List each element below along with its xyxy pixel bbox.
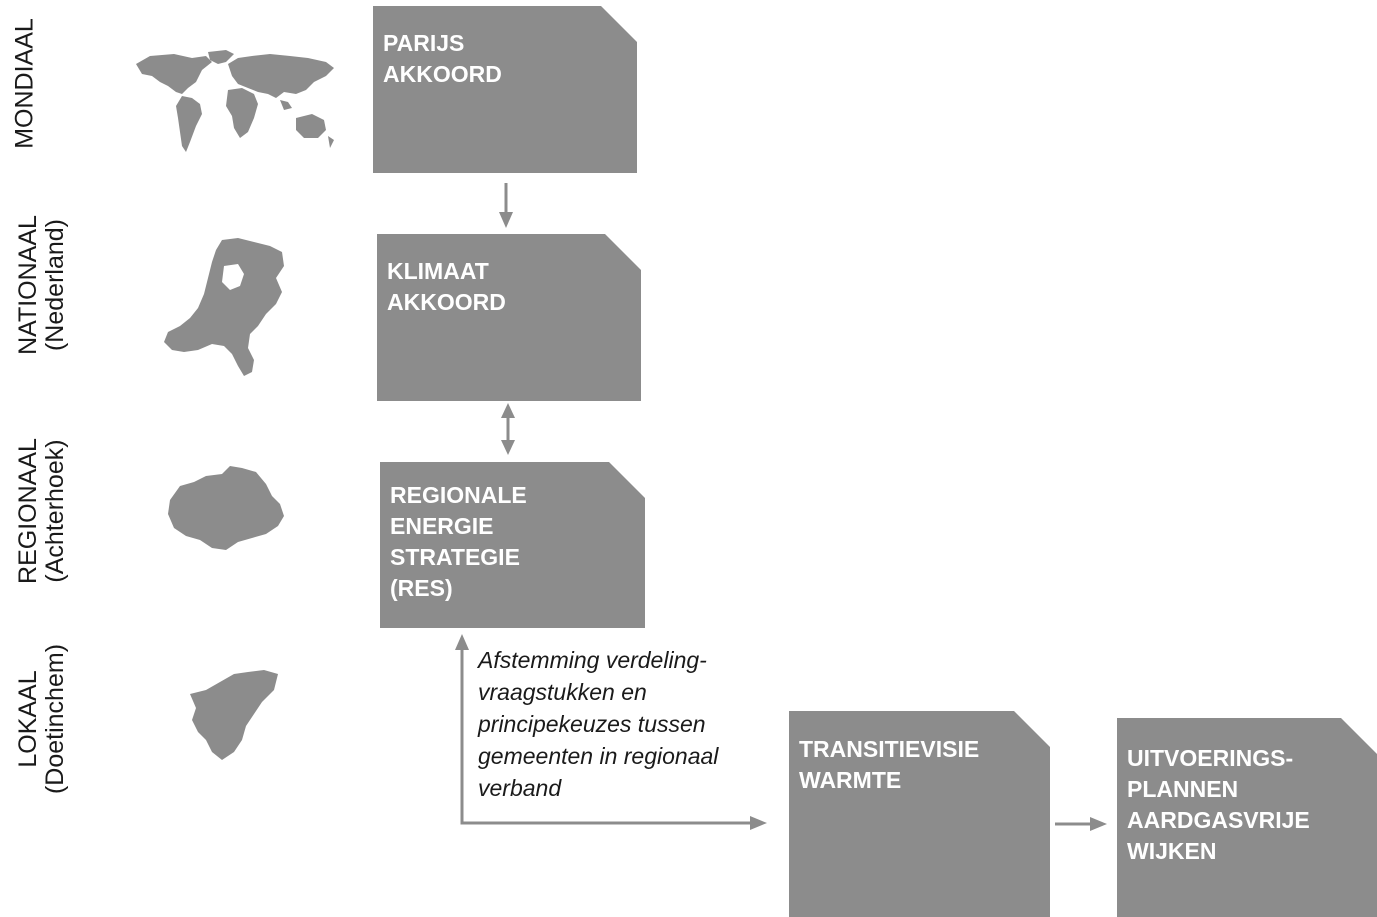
box-text-line: WARMTE (799, 767, 902, 793)
afstemming-note: Afstemming verdeling- vraagstukken en pr… (478, 644, 718, 804)
arrow-transitievisie-to-uitvoering (1055, 817, 1107, 831)
box-klimaat-akkoord: KLIMAAT AKKOORD (377, 234, 641, 401)
box-text-line: PARIJS (383, 30, 465, 56)
box-text-line: UITVOERINGS- (1127, 745, 1294, 771)
arrow-parijs-to-klimaat (499, 183, 513, 228)
box-text-line: (RES) (390, 575, 453, 601)
box-regionale-energie-strategie: REGIONALE ENERGIE STRATEGIE (RES) (380, 462, 645, 628)
box-uitvoeringsplannen: UITVOERINGS- PLANNEN AARDGASVRIJE WIJKEN (1117, 718, 1377, 917)
arrow-klimaat-res-bidirectional (501, 403, 515, 455)
doetinchem-map-icon (190, 670, 278, 760)
box-text-line: AARDGASVRIJE (1127, 807, 1310, 833)
box-text-line: TRANSITIEVISIE (799, 736, 980, 762)
note-line: Afstemming verdeling- (478, 647, 707, 673)
box-text-line: AKKOORD (383, 61, 502, 87)
note-line: vraagstukken en (478, 679, 647, 705)
box-text-line: REGIONALE (390, 482, 527, 508)
box-parijs-akkoord: PARIJS AKKOORD (373, 6, 637, 173)
note-line: verband (478, 775, 562, 801)
box-text-line: AKKOORD (387, 289, 506, 315)
note-line: gemeenten in regionaal (478, 743, 719, 769)
box-text-line: STRATEGIE (390, 544, 520, 570)
world-map-icon (136, 50, 334, 152)
box-text-line: PLANNEN (1127, 776, 1239, 802)
box-text-line: WIJKEN (1127, 838, 1217, 864)
netherlands-map-icon (164, 238, 284, 376)
note-line: principekeuzes tussen (478, 711, 706, 737)
box-transitievisie-warmte: TRANSITIEVISIE WARMTE (789, 711, 1050, 917)
box-text-line: ENERGIE (390, 513, 494, 539)
achterhoek-map-icon (168, 466, 284, 550)
arrow-res-to-transitievisie (455, 634, 767, 830)
box-text-line: KLIMAAT (387, 258, 489, 284)
